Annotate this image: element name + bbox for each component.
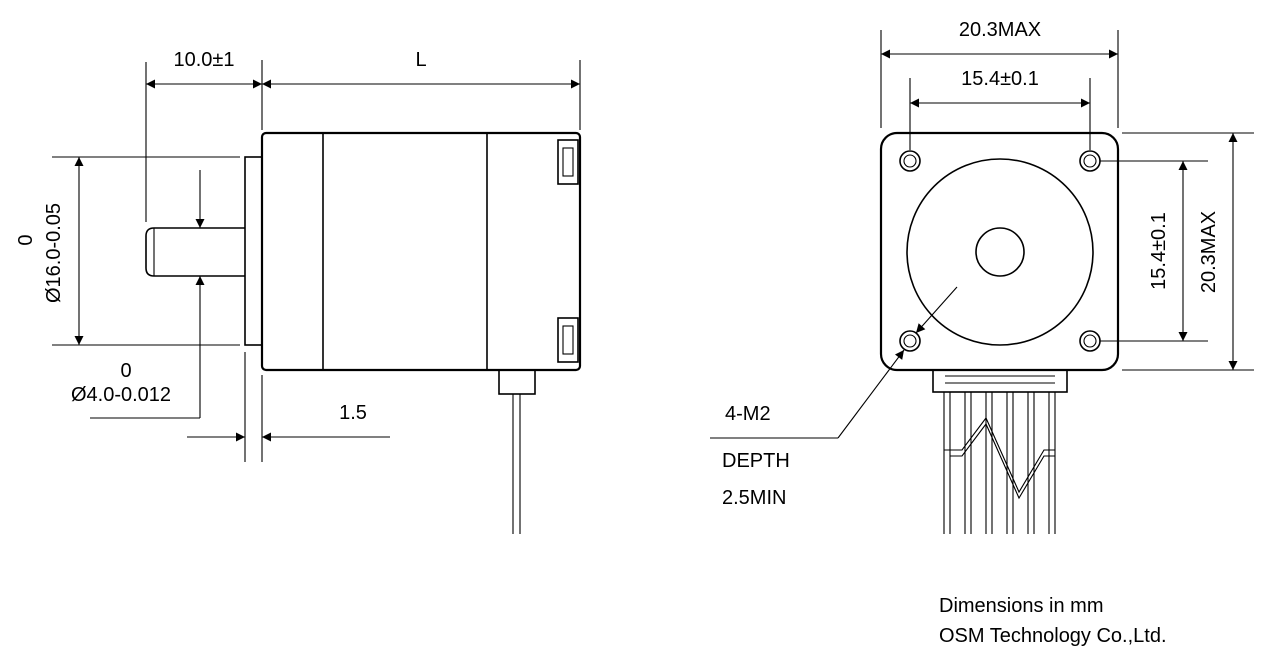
front-view: 20.3MAX 15.4±0.1 15.4±0.1 20.3MAX 4-M2 D… bbox=[710, 19, 1254, 534]
dim-overall-height: 20.3MAX bbox=[1198, 211, 1220, 293]
hole-callout-arrow-outer bbox=[837, 349, 905, 439]
pilot-boss bbox=[244, 156, 263, 346]
mounting-hole-top-right bbox=[1079, 150, 1101, 172]
mounting-hole-bottom-right bbox=[1079, 330, 1101, 352]
cable-exit bbox=[498, 369, 536, 395]
dim-pilot-depth: 1.5 bbox=[339, 402, 367, 424]
dim-hole-spacing-h: 15.4±0.1 bbox=[961, 68, 1039, 90]
motor-body bbox=[260, 131, 582, 372]
pilot-circle bbox=[906, 158, 1094, 346]
lead-wires bbox=[943, 392, 1056, 534]
hole-callout-depth-value: 2.5MIN bbox=[722, 487, 786, 509]
units-note: Dimensions in mm bbox=[939, 595, 1103, 617]
company-name: OSM Technology Co.,Ltd. bbox=[939, 625, 1167, 647]
dim-overall-width: 20.3MAX bbox=[959, 19, 1041, 41]
dim-pilot-dia-tol: 0 bbox=[15, 234, 37, 245]
rear-clip-top bbox=[557, 139, 579, 185]
connector-housing bbox=[932, 369, 1068, 393]
shaft-circle bbox=[975, 227, 1025, 277]
hole-callout-thread: 4-M2 bbox=[725, 403, 771, 425]
dim-hole-spacing-v: 15.4±0.1 bbox=[1148, 212, 1170, 290]
dim-body-length: L bbox=[415, 49, 426, 71]
dim-pilot-dia: Ø16.0-0.05 bbox=[43, 203, 65, 303]
dim-shaft-dia-tol: 0 bbox=[120, 360, 131, 382]
hole-callout-depth-label: DEPTH bbox=[722, 450, 790, 472]
side-view: 10.0±1 L 0 Ø16.0-0.05 0 Ø4.0-0.012 1.5 bbox=[15, 49, 582, 534]
motor-shaft bbox=[145, 227, 245, 277]
rear-clip-bottom bbox=[557, 317, 579, 363]
dim-shaft-dia: Ø4.0-0.012 bbox=[71, 384, 171, 406]
mounting-hole-top-left bbox=[899, 150, 921, 172]
dim-shaft-length: 10.0±1 bbox=[173, 49, 234, 71]
mounting-hole-bottom-left bbox=[899, 330, 921, 352]
hole-callout-arrow-inner bbox=[915, 286, 958, 334]
